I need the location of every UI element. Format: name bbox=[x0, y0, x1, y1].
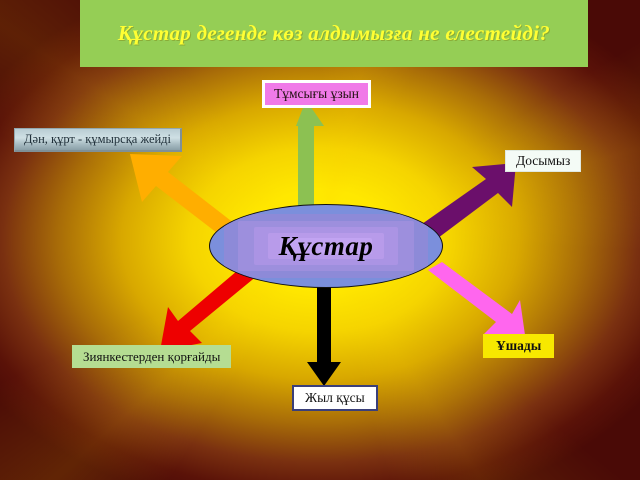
node-label-bottom-text: Жыл құсы bbox=[305, 390, 365, 405]
arrow-down-left-red bbox=[160, 265, 258, 351]
arrow-up-right-purple bbox=[412, 163, 516, 247]
arrow-up-left-orange bbox=[130, 150, 248, 246]
node-label-lower-left[interactable]: Зиянкестерден қорғайды bbox=[72, 345, 232, 368]
node-label-top-text: Тұмсығы ұзын bbox=[274, 86, 359, 101]
node-label-upper-right[interactable]: Досымыз bbox=[505, 150, 582, 172]
title-banner: Құстар дегенде көз алдымызға не елестейд… bbox=[80, 0, 588, 67]
node-label-lower-left-text: Зиянкестерден қорғайды bbox=[83, 349, 221, 364]
center-node-ellipse[interactable]: Құстар bbox=[209, 204, 443, 288]
arrow-down-right-pink bbox=[428, 262, 526, 342]
node-label-upper-left-text: Дән, құрт - құмырсқа жейді bbox=[24, 132, 172, 146]
node-label-lower-right-text: Ұшады bbox=[496, 338, 542, 353]
center-node-label: Құстар bbox=[278, 230, 374, 261]
node-label-upper-right-text: Досымыз bbox=[516, 153, 571, 168]
node-label-lower-right[interactable]: Ұшады bbox=[483, 334, 555, 358]
ellipse-ring-5 bbox=[279, 237, 373, 255]
arrow-up-green bbox=[288, 100, 324, 210]
arrow-down-black bbox=[307, 282, 341, 386]
node-label-top[interactable]: Тұмсығы ұзын bbox=[262, 80, 371, 108]
page-title: Құстар дегенде көз алдымызға не елестейд… bbox=[117, 21, 551, 46]
node-label-bottom[interactable]: Жыл құсы bbox=[292, 385, 378, 411]
node-label-upper-left[interactable]: Дән, құрт - құмырсқа жейді bbox=[14, 128, 183, 152]
